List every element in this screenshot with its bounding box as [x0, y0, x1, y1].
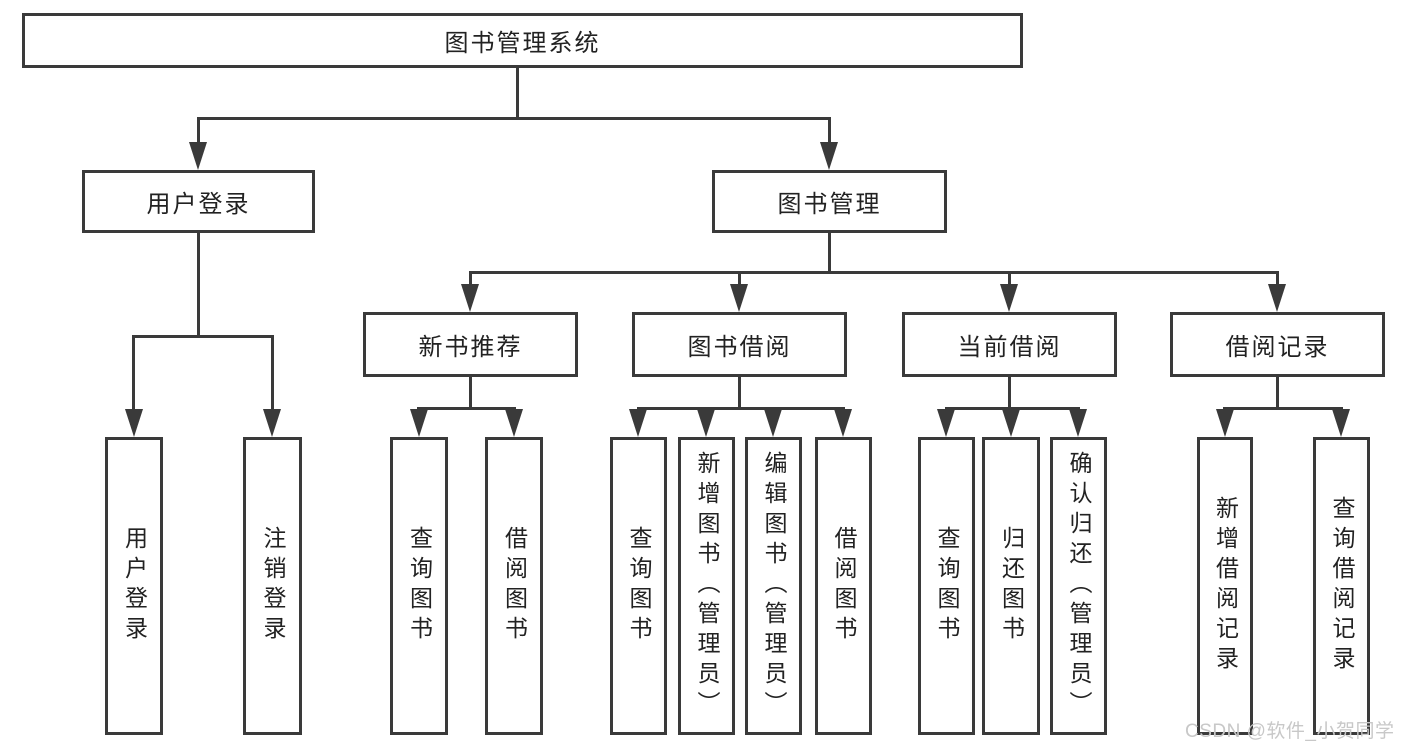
leaf-borrow-books-recommend: 借阅图书 [485, 437, 543, 735]
arrow-down-icon [189, 142, 207, 170]
arrow-down-icon [125, 409, 143, 437]
arrow-down-icon [820, 142, 838, 170]
connector-line [945, 407, 1080, 410]
leaf-confirm-return-admin: 确认归还（管理员） [1050, 437, 1107, 735]
leaf-query-books-current: 查询图书 [918, 437, 975, 735]
connector-line [197, 233, 200, 337]
node-label: 查询图书 [626, 526, 652, 646]
leaf-query-books-borrowing: 查询图书 [610, 437, 667, 735]
connector-line [132, 335, 135, 410]
arrow-down-icon [410, 409, 428, 437]
node-book-management: 图书管理 [712, 170, 947, 233]
arrow-down-icon [1000, 284, 1018, 312]
arrow-down-icon [1216, 409, 1234, 437]
connector-line [1223, 407, 1343, 410]
connector-line [828, 117, 831, 143]
arrow-down-icon [1069, 409, 1087, 437]
node-label: 归还图书 [998, 526, 1025, 646]
node-label: 新增图书（管理员） [694, 451, 720, 721]
leaf-add-borrow-record: 新增借阅记录 [1197, 437, 1253, 735]
arrow-down-icon [1332, 409, 1350, 437]
node-label: 用户登录 [146, 191, 251, 218]
arrow-down-icon [1268, 284, 1286, 312]
node-label: 用户登录 [121, 526, 148, 646]
leaf-borrow-books: 借阅图书 [815, 437, 872, 735]
node-label: 借阅图书 [831, 526, 857, 646]
arrow-down-icon [764, 409, 782, 437]
arrow-down-icon [629, 409, 647, 437]
leaf-query-books-recommend: 查询图书 [390, 437, 448, 735]
leaf-add-books-admin: 新增图书（管理员） [678, 437, 735, 735]
arrow-down-icon [263, 409, 281, 437]
node-label: 新增借阅记录 [1212, 496, 1239, 676]
node-label: 确认归还（管理员） [1066, 451, 1092, 721]
watermark: CSDN @软件_小贺同学 [1185, 721, 1395, 742]
node-label: 查询图书 [406, 526, 433, 646]
connector-line [738, 377, 741, 409]
arrow-down-icon [1002, 409, 1020, 437]
node-label: 借阅图书 [501, 526, 528, 646]
node-label: 编辑图书（管理员） [761, 451, 787, 721]
node-label: 新书推荐 [418, 334, 523, 361]
connector-line [469, 271, 1279, 274]
connector-line [197, 117, 831, 120]
connector-line [516, 68, 519, 119]
node-label: 借阅记录 [1225, 334, 1330, 361]
node-borrowing-records: 借阅记录 [1170, 312, 1385, 377]
node-label: 图书借阅 [687, 334, 792, 361]
connector-line [1276, 377, 1279, 409]
connector-line [1276, 271, 1279, 287]
arrow-down-icon [697, 409, 715, 437]
connector-line [469, 271, 472, 287]
leaf-return-books: 归还图书 [982, 437, 1040, 735]
leaf-logout-login: 注销登录 [243, 437, 302, 735]
connector-line [1008, 377, 1011, 409]
node-new-book-recommend: 新书推荐 [363, 312, 578, 377]
arrow-down-icon [505, 409, 523, 437]
node-current-borrowing: 当前借阅 [902, 312, 1117, 377]
node-book-borrowing: 图书借阅 [632, 312, 847, 377]
node-label: 图书管理系统 [444, 30, 601, 57]
node-label: 当前借阅 [957, 334, 1062, 361]
node-label: 查询借阅记录 [1329, 496, 1355, 676]
connector-line [738, 271, 741, 287]
arrow-down-icon [937, 409, 955, 437]
connector-line [637, 407, 845, 410]
arrow-down-icon [461, 284, 479, 312]
node-label: 图书管理 [777, 191, 882, 218]
connector-line [271, 335, 274, 410]
node-label: 注销登录 [260, 526, 286, 646]
leaf-query-borrow-record: 查询借阅记录 [1313, 437, 1370, 735]
leaf-user-login: 用户登录 [105, 437, 163, 735]
node-label: 查询图书 [934, 526, 960, 646]
leaf-edit-books-admin: 编辑图书（管理员） [745, 437, 802, 735]
node-user-login: 用户登录 [82, 170, 315, 233]
connector-line [197, 117, 200, 143]
arrow-down-icon [834, 409, 852, 437]
arrow-down-icon [730, 284, 748, 312]
connector-line [1008, 271, 1011, 287]
node-library-system: 图书管理系统 [22, 13, 1023, 68]
connector-line [417, 407, 516, 410]
connector-line [469, 377, 472, 409]
connector-line [828, 233, 831, 273]
connector-line [132, 335, 274, 338]
